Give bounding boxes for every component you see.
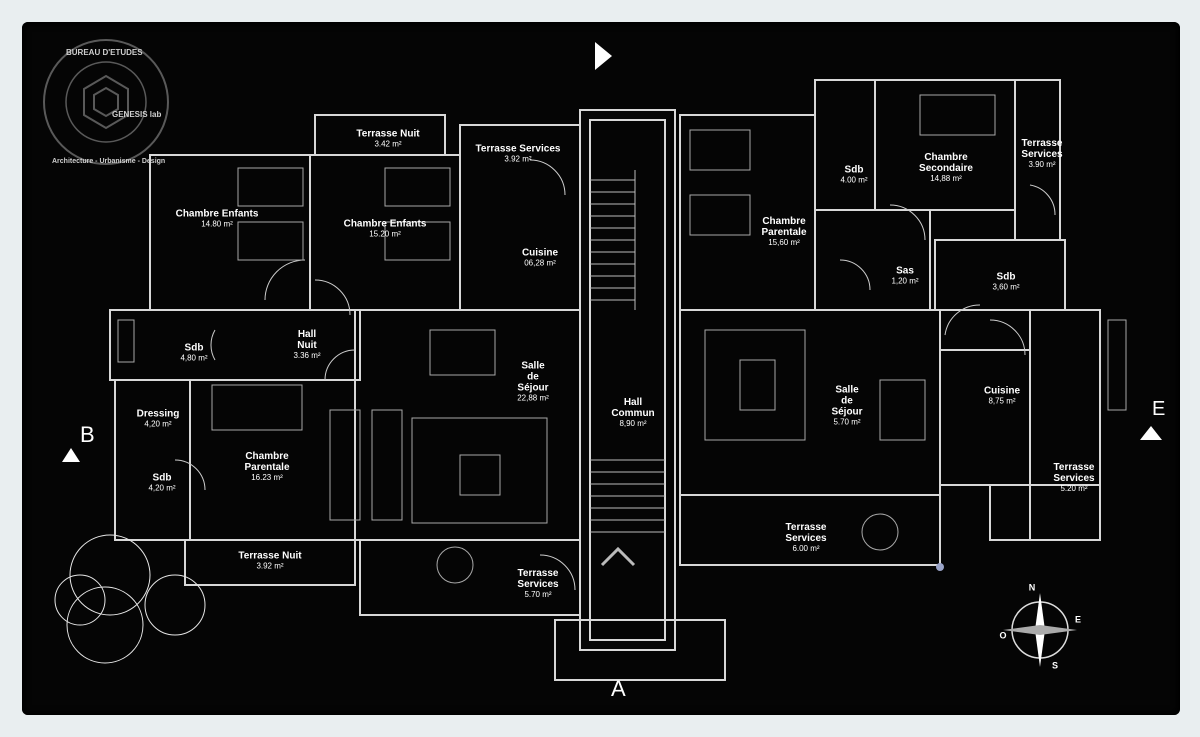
section-marker-e: E [1152, 398, 1166, 420]
door-swings [174, 159, 1056, 591]
stamp-bottom-text: Architecture - Urbanisme - Design [52, 158, 166, 165]
section-marker-a: A [611, 676, 626, 701]
stamp-middle-text: GENESIS lab [112, 110, 162, 119]
section-flags [62, 42, 1162, 462]
hexagon-logo-icon [83, 74, 129, 130]
section-marker-b: B [80, 422, 95, 447]
compass-n: N [1028, 582, 1036, 593]
walls [109, 79, 1101, 681]
company-stamp [43, 39, 169, 165]
landscape-trees [54, 534, 206, 664]
grid-point [936, 563, 944, 571]
furniture [117, 94, 1127, 584]
compass-s: S [1051, 660, 1059, 671]
drawing-sheet [22, 22, 1180, 715]
compass-e: E [1074, 614, 1082, 625]
stamp-top-text: BUREAU D'ETUDES [66, 48, 143, 57]
compass-o: O [999, 630, 1007, 641]
compass-rose-icon [1003, 593, 1077, 667]
stair-treads [590, 170, 665, 567]
